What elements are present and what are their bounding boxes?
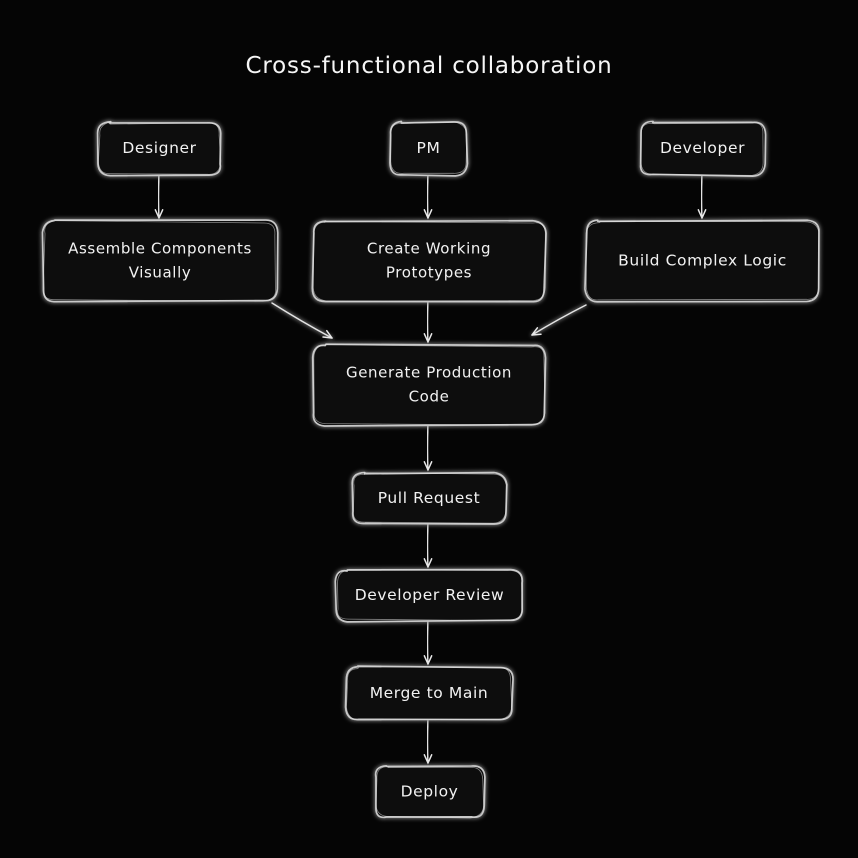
node-shape-sketch-overlay [375, 766, 484, 819]
node-label: Designer [122, 139, 196, 157]
node-designer[interactable]: Designer [96, 120, 222, 177]
edge-review-to-merge [423, 621, 433, 665]
arrowhead-icon [423, 461, 433, 471]
node-shape-sketch-overlay [585, 221, 820, 301]
node-review[interactable]: Developer Review [334, 568, 524, 623]
edge-line [426, 524, 429, 568]
edge-assemble-to-generate [271, 302, 333, 339]
node-shape-sketch-overlay [352, 472, 507, 524]
node-label: Create Working [367, 240, 491, 258]
node-shape-sketch-overlay [640, 122, 764, 176]
edge-merge-to-deploy [423, 720, 433, 764]
edge-pm-to-prototype [423, 175, 433, 219]
node-shape [96, 120, 222, 177]
node-shape [41, 219, 279, 303]
node-shape-sketch-overlay [390, 121, 468, 174]
arrowhead-icon [423, 558, 433, 568]
arrowhead-icon [154, 209, 164, 219]
diagram-title: Cross-functional collaboration [246, 53, 613, 79]
edge-line [426, 720, 429, 764]
node-label: Deploy [401, 783, 459, 801]
node-label: Developer Review [355, 586, 505, 604]
node-shape [311, 219, 547, 303]
node-label: Merge to Main [370, 684, 489, 702]
node-label: Generate Production [346, 364, 512, 382]
arrowhead-icon [423, 209, 433, 219]
edge-line [426, 425, 429, 471]
arrowhead-icon [531, 327, 542, 336]
node-shape-sketch-overlay [312, 221, 546, 302]
arrowhead-icon [423, 754, 433, 764]
node-merge[interactable]: Merge to Main [344, 665, 514, 721]
edge-generate-to-pr [423, 425, 433, 471]
edges-layer [154, 175, 707, 764]
edge-line [426, 301, 429, 343]
edge-line [157, 175, 160, 219]
node-shape-sketch-overlay [346, 666, 513, 721]
edge-pr-to-review [423, 524, 433, 568]
arrowhead-icon [423, 655, 433, 665]
arrowhead-icon [423, 333, 433, 343]
node-pr[interactable]: Pull Request [351, 471, 508, 525]
node-logic[interactable]: Build Complex Logic [584, 219, 820, 303]
edge-logic-to-generate [531, 304, 587, 336]
node-shape-sketch-overlay [98, 121, 222, 175]
node-deploy[interactable]: Deploy [374, 764, 486, 819]
node-shape-sketch-overlay [337, 569, 523, 622]
edge-line [271, 302, 333, 339]
node-label: Developer [660, 139, 745, 157]
node-label: Visually [129, 264, 192, 282]
node-label: Pull Request [378, 489, 481, 507]
node-developer[interactable]: Developer [639, 120, 767, 177]
edge-line [531, 304, 587, 336]
arrowhead-icon [322, 329, 333, 339]
node-label: Build Complex Logic [618, 252, 787, 270]
node-label: PM [417, 139, 441, 157]
node-shape [584, 219, 820, 303]
edge-prototype-to-generate [423, 301, 433, 343]
node-pm[interactable]: PM [389, 120, 469, 177]
node-shape-sketch-overlay [313, 344, 546, 426]
arrowhead-icon [697, 209, 707, 219]
node-label: Assemble Components [68, 240, 252, 258]
edge-line [426, 175, 429, 219]
edge-designer-to-assemble [154, 175, 164, 219]
node-label: Code [409, 388, 450, 406]
edge-line [700, 175, 703, 219]
node-shape [351, 471, 508, 525]
node-shape-sketch-overlay [42, 220, 277, 302]
edge-developer-to-logic [697, 175, 707, 219]
node-shape [311, 343, 547, 427]
node-shape [334, 568, 524, 623]
edge-line [426, 621, 429, 665]
node-label: Prototypes [386, 264, 472, 282]
